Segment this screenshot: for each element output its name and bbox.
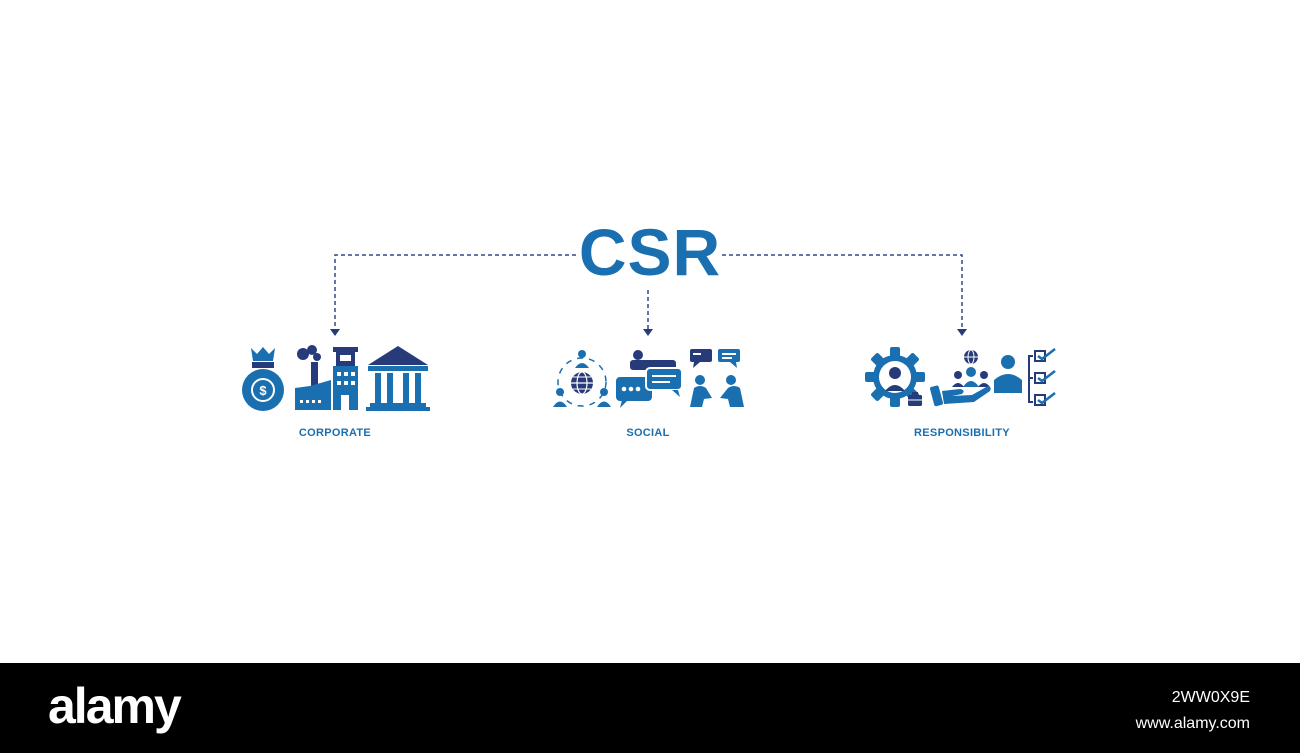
diagram-canvas: $ bbox=[242, 254, 1056, 411]
chat-bubbles-icon bbox=[616, 350, 683, 408]
branch-label-responsibility: RESPONSIBILITY bbox=[914, 427, 1010, 439]
watermark-footer: alamy 2WW0X9E www.alamy.com bbox=[0, 663, 1300, 753]
alamy-logo: alamy bbox=[48, 678, 182, 734]
branch-label-corporate: CORPORATE bbox=[298, 427, 372, 439]
arrowhead-responsibility bbox=[957, 329, 967, 336]
arrowhead-social bbox=[643, 329, 653, 336]
money-bag-icon: $ bbox=[242, 347, 284, 411]
connector-responsibility bbox=[722, 254, 963, 330]
connector-corporate bbox=[334, 254, 576, 330]
image-credit: 2WW0X9E www.alamy.com bbox=[1136, 685, 1250, 737]
diagram-title: CSR bbox=[578, 215, 722, 289]
svg-text:$: $ bbox=[259, 383, 267, 398]
discussion-icon bbox=[690, 349, 744, 407]
branch-label-social: SOCIAL bbox=[626, 427, 670, 439]
arrowhead-corporate bbox=[330, 329, 340, 336]
global-community-icon bbox=[553, 350, 611, 407]
checklist-icon bbox=[994, 348, 1056, 406]
image-id: 2WW0X9E bbox=[1171, 689, 1250, 706]
bank-building-icon bbox=[366, 346, 430, 411]
site-url: www.alamy.com bbox=[1135, 715, 1250, 732]
factory-icon bbox=[295, 345, 358, 410]
gear-person-icon bbox=[865, 347, 925, 407]
connectors bbox=[334, 254, 963, 330]
helping-hand-icon bbox=[929, 349, 991, 407]
